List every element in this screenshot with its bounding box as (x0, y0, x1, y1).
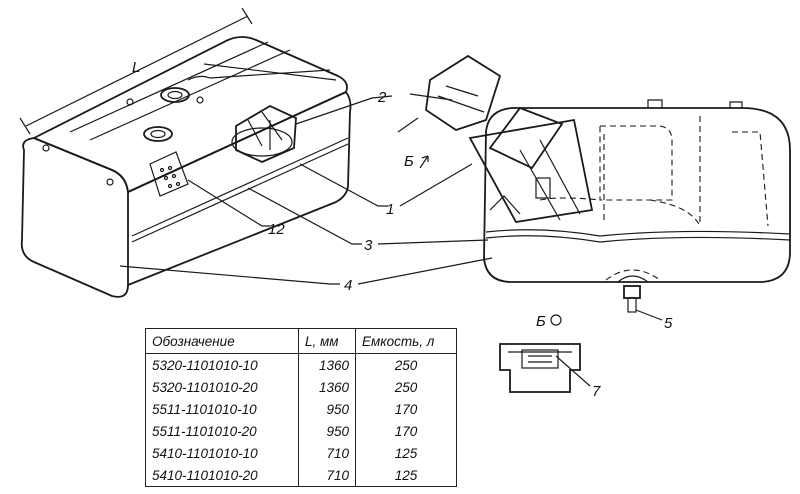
table-row: 5511-1101010-20 950 170 (145, 420, 457, 442)
specification-table: Обозначение L, мм Емкость, л 5320-110101… (145, 328, 457, 487)
cell-length: 950 (298, 398, 356, 420)
cell-designation: 5511-1101010-10 (145, 398, 299, 420)
cell-capacity: 170 (355, 420, 457, 442)
cell-capacity: 250 (355, 353, 457, 376)
view-b-title: Б (536, 313, 546, 330)
col-capacity: Емкость, л (355, 328, 457, 354)
callout-7: 7 (592, 383, 601, 400)
callout-3: 3 (364, 237, 373, 254)
tank-isometric (19, 7, 352, 298)
cell-capacity: 125 (355, 464, 457, 487)
callout-2: 2 (377, 89, 387, 106)
table-header-row: Обозначение L, мм Емкость, л (145, 328, 457, 354)
cell-length: 710 (298, 442, 356, 464)
dimension-l-label: L (132, 59, 140, 76)
callout-5: 5 (664, 315, 673, 332)
cell-designation: 5320-1101010-20 (145, 376, 299, 398)
cell-length: 1360 (298, 376, 356, 398)
detail-view-b (499, 314, 581, 393)
cell-capacity: 125 (355, 442, 457, 464)
cell-length: 710 (298, 464, 356, 487)
cell-capacity: 170 (355, 398, 457, 420)
cell-designation: 5320-1101010-10 (145, 353, 299, 376)
cell-length: 950 (298, 420, 356, 442)
callout-1: 1 (386, 201, 394, 218)
cell-capacity: 250 (355, 376, 457, 398)
table-row: 5320-1101010-10 1360 250 (145, 353, 457, 376)
leader-lines (119, 93, 663, 387)
callout-12: 12 (268, 221, 285, 238)
table-row: 5410-1101010-20 710 125 (145, 464, 457, 487)
view-b-arrow-label: Б (404, 153, 414, 170)
cell-designation: 5410-1101010-20 (145, 464, 299, 487)
table-row: 5511-1101010-10 950 170 (145, 398, 457, 420)
table-row: 5320-1101010-20 1360 250 (145, 376, 457, 398)
col-length: L, мм (298, 328, 356, 354)
cell-length: 1360 (298, 353, 356, 376)
col-designation: Обозначение (145, 328, 299, 354)
callout-4: 4 (344, 277, 352, 294)
table-row: 5410-1101010-10 710 125 (145, 442, 457, 464)
cell-designation: 5410-1101010-10 (145, 442, 299, 464)
tank-section (397, 54, 791, 313)
cell-designation: 5511-1101010-20 (145, 420, 299, 442)
